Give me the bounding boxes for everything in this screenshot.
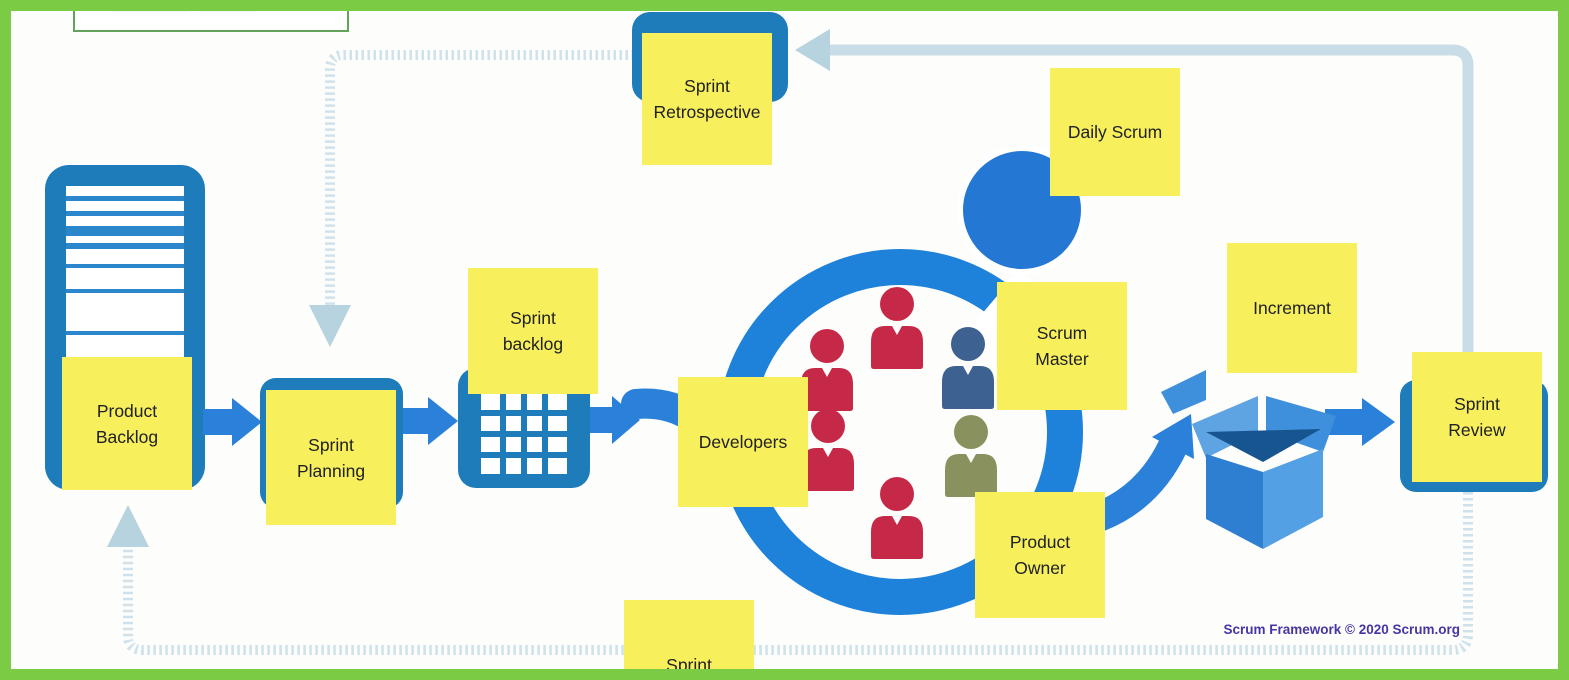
sticky-note-sprint[interactable]: Sprint — [624, 600, 754, 680]
loop-arrowhead-into-planning — [309, 305, 351, 347]
team-members — [801, 287, 997, 559]
loop-dashed-retrospective-to-planning — [325, 50, 640, 306]
product-owner-icon — [945, 415, 997, 497]
developer-icon — [801, 329, 853, 411]
sticky-note-product-owner[interactable]: Product Owner — [975, 492, 1105, 618]
increment-open-box-icon — [1161, 370, 1336, 549]
sprint-loop-path — [107, 29, 1474, 655]
attribution-text: Scrum Framework © 2020 Scrum.org — [1223, 622, 1460, 637]
sticky-note-label: Sprint Retrospective — [653, 76, 761, 122]
sticky-note-sprint-planning[interactable]: Sprint Planning — [266, 390, 396, 525]
arrow-planning-to-sprint-backlog — [398, 397, 458, 445]
sticky-note-sprint-backlog[interactable]: Sprint backlog — [468, 268, 598, 394]
swoosh-arrowhead — [1152, 414, 1194, 459]
sticky-note-sprint-review[interactable]: Sprint Review — [1412, 352, 1542, 482]
sticky-note-label: Daily Scrum — [1067, 122, 1163, 142]
developer-icon — [871, 477, 923, 559]
developer-icon — [871, 287, 923, 369]
arrow-increment-to-review — [1325, 398, 1395, 446]
sprint-backlog-calendar-icon — [458, 368, 590, 488]
developer-icon — [802, 409, 854, 491]
sticky-note-label: Product Backlog — [95, 400, 159, 447]
sticky-note-label: Scrum Master — [1035, 323, 1089, 369]
loop-dashed-bottom — [123, 492, 1473, 655]
cropped-text-box — [73, 0, 349, 32]
cropped-text-smudge — [197, 2, 257, 9]
sticky-note-label: Sprint Review — [1448, 394, 1506, 440]
loop-line-review-to-retrospective — [830, 44, 1474, 465]
arrow-backlog-to-planning — [203, 398, 262, 446]
sticky-note-label: Sprint — [666, 655, 712, 675]
loop-arrowhead-into-backlog — [107, 505, 149, 547]
sticky-note-increment[interactable]: Increment — [1227, 243, 1357, 373]
scrum-master-icon — [942, 327, 994, 409]
arrow-sprint-backlog-to-team — [585, 396, 640, 444]
cropped-text-smudge — [110, 2, 192, 9]
sticky-note-label: Sprint backlog — [502, 308, 564, 354]
sticky-note-developers[interactable]: Developers — [678, 377, 808, 507]
sticky-note-sprint-retrospective[interactable]: Sprint Retrospective — [642, 33, 772, 165]
sticky-note-daily-scrum[interactable]: Daily Scrum — [1050, 68, 1180, 196]
sticky-note-label: Product Owner — [1009, 532, 1071, 578]
sticky-note-label: Increment — [1253, 298, 1331, 318]
sticky-note-scrum-master[interactable]: Scrum Master — [997, 282, 1127, 410]
loop-arrowhead-into-retrospective — [795, 29, 830, 71]
sticky-note-product-backlog[interactable]: Product Backlog — [62, 357, 192, 490]
sticky-note-label: Developers — [698, 432, 788, 452]
sticky-note-label: Sprint Planning — [296, 434, 366, 481]
